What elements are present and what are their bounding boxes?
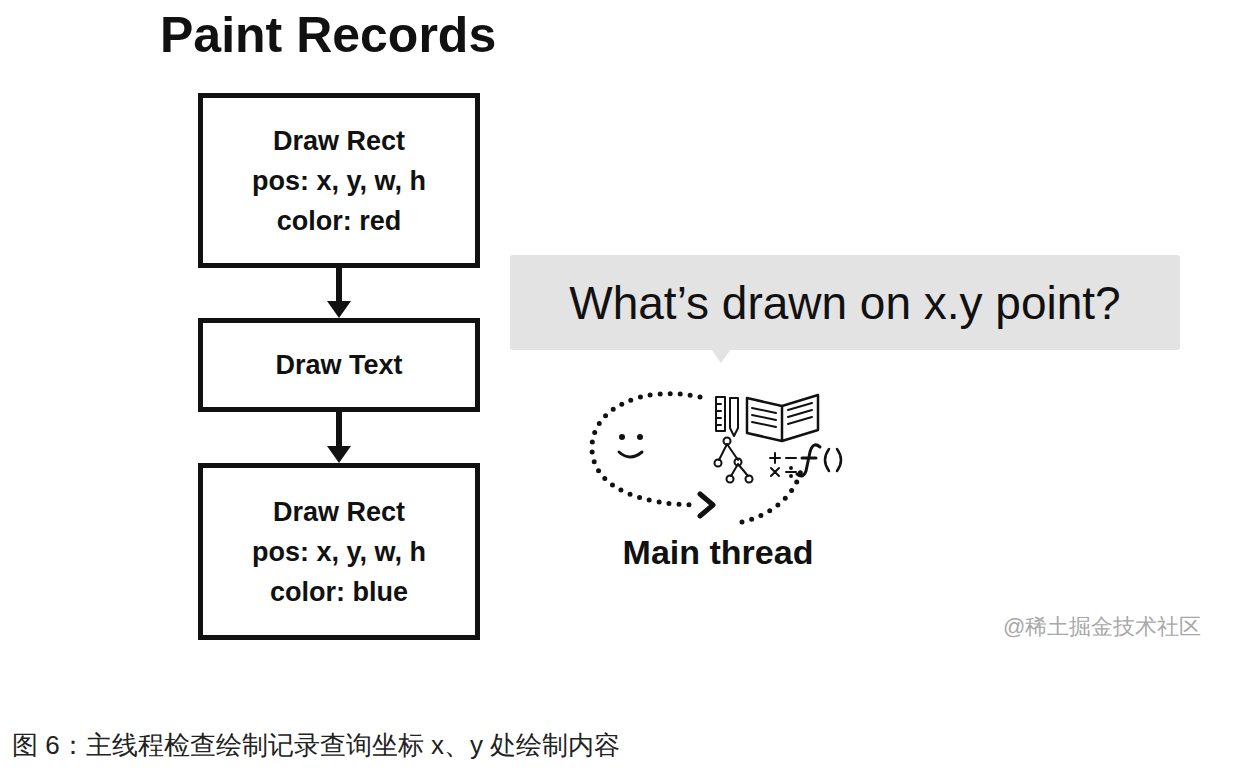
node-text: color: red — [277, 201, 402, 241]
speech-bubble: What’s drawn on x.y point? — [510, 255, 1180, 350]
tree-dot — [735, 459, 742, 466]
dotted-loop — [592, 394, 700, 505]
flow-arrow — [327, 268, 351, 318]
function-parens — [825, 449, 841, 471]
eye — [619, 434, 625, 440]
tree-dot — [715, 460, 722, 467]
paint-record-box: Draw Text — [198, 318, 480, 412]
tree-dot — [724, 438, 731, 445]
loop-chevron — [700, 494, 713, 516]
node-text: Draw Rect — [273, 492, 405, 532]
book-lines — [752, 403, 812, 427]
node-text: What’s drawn on x.y point? — [569, 275, 1120, 331]
ruler-ticks — [716, 404, 721, 425]
face-icon — [619, 434, 643, 457]
tool-icons — [715, 395, 842, 483]
node-text: pos: x, y, w, h — [252, 532, 426, 572]
node-text: color: blue — [270, 572, 408, 612]
eye — [637, 434, 643, 440]
figure-caption: 图 6：主线程检查绘制记录查询坐标 x、y 处绘制内容 — [12, 728, 620, 763]
math-dot — [790, 467, 792, 469]
tree-icon — [719, 444, 748, 476]
dotted-loop — [742, 470, 801, 522]
ruler-icon — [716, 397, 725, 431]
bubble-tail — [711, 349, 731, 363]
function-icon — [797, 445, 820, 476]
math-dot — [790, 475, 792, 477]
math-icon — [770, 453, 796, 476]
diagram-title: Paint Records — [160, 6, 496, 64]
node-text: pos: x, y, w, h — [252, 161, 426, 201]
arrowhead — [327, 301, 351, 318]
connector-line — [336, 412, 342, 448]
loop-arrow — [592, 394, 801, 522]
book-icon — [747, 395, 818, 441]
node-text: Draw Text — [275, 345, 402, 385]
paint-record-box: Draw Rectpos: x, y, w, hcolor: red — [198, 93, 480, 268]
watermark: @稀土掘金技术社区 — [1003, 612, 1201, 642]
pencil-icon — [730, 398, 738, 436]
connector-line — [336, 268, 342, 303]
paint-record-box: Draw Rectpos: x, y, w, hcolor: blue — [198, 463, 480, 640]
thread-label: Main thread — [623, 533, 814, 572]
smile — [619, 452, 642, 457]
tree-dot — [727, 476, 734, 483]
node-text: Draw Rect — [273, 121, 405, 161]
flow-arrow — [327, 412, 351, 463]
arrowhead — [327, 446, 351, 463]
tree-dot — [746, 476, 753, 483]
